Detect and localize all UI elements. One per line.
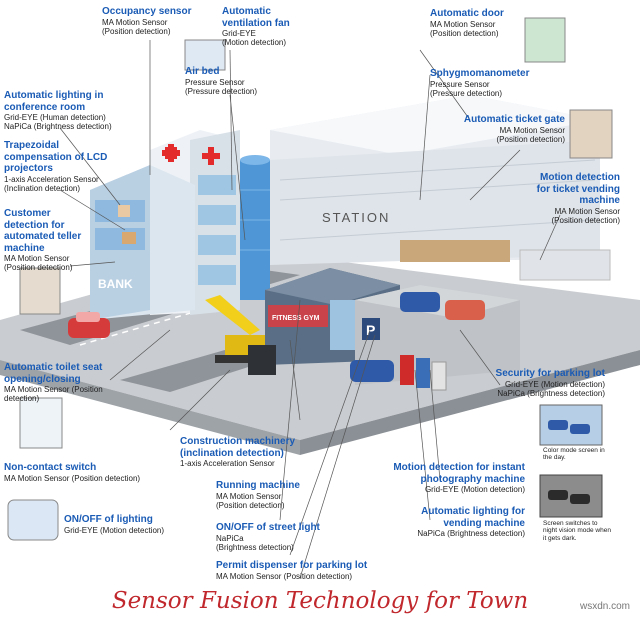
station-building: STATION bbox=[270, 95, 611, 281]
parking-sign: P bbox=[366, 322, 375, 338]
inset-security-night bbox=[539, 474, 603, 518]
inset-door bbox=[524, 17, 566, 63]
label-instant-photography: Motion detection for instant photography… bbox=[393, 462, 525, 494]
construction-machinery bbox=[205, 295, 276, 375]
label-non-contact-switch: Non-contact switch MA Motion Sensor (Pos… bbox=[4, 462, 141, 483]
label-lighting-onoff: ON/OFF of lighting Grid-EYE (Motion dete… bbox=[64, 514, 165, 535]
label-vending-lighting: Automatic lighting for vending machine N… bbox=[417, 506, 525, 538]
bank-building: BANK bbox=[90, 165, 195, 320]
label-ticket-gate: Automatic ticket gate MA Motion Sensor (… bbox=[463, 114, 565, 144]
label-automatic-door: Automatic door MA Motion Sensor (Positio… bbox=[430, 8, 504, 38]
caption-day-mode: Color mode screen in the day. bbox=[543, 447, 605, 462]
page-title: Sensor Fusion Technology for Town bbox=[111, 588, 529, 614]
inset-switch bbox=[7, 499, 59, 541]
label-air-bed: Air bed Pressure Sensor (Pressure detect… bbox=[185, 66, 258, 96]
glass-tower bbox=[240, 155, 270, 300]
label-occupancy-sensor: Occupancy sensor MA Motion Sensor (Posit… bbox=[102, 6, 192, 36]
watermark: wsxdn.com bbox=[579, 601, 630, 612]
label-lcd-projectors: Trapezoidal compensation of LCD projecto… bbox=[4, 140, 108, 193]
station-sign: STATION bbox=[322, 210, 390, 225]
label-toilet-seat: Automatic toilet seat opening/closing MA… bbox=[4, 362, 103, 404]
label-lighting-conference: Automatic lighting in conference room Gr… bbox=[4, 90, 112, 132]
bank-sign: BANK bbox=[98, 277, 133, 291]
label-ventilation-fan: Automatic ventilation fan Grid-EYE (Moti… bbox=[222, 6, 290, 48]
label-street-light: ON/OFF of street light NaPiCa (Brightnes… bbox=[216, 522, 320, 552]
label-permit-dispenser: Permit dispenser for parking lot MA Moti… bbox=[216, 560, 368, 581]
label-sphygmomanometer: Sphygmomanometer Pressure Sensor (Pressu… bbox=[430, 68, 530, 98]
label-ticket-vending: Motion detection for ticket vending mach… bbox=[536, 172, 620, 225]
label-parking-security: Security for parking lot Grid-EYE (Motio… bbox=[495, 368, 605, 398]
caption-night-mode: Screen switches to night vision mode whe… bbox=[543, 520, 611, 542]
parking-structure: P bbox=[350, 285, 520, 385]
inset-toilet bbox=[19, 397, 63, 449]
inset-ticketgate bbox=[569, 109, 613, 159]
inset-occupancy bbox=[184, 39, 226, 71]
label-atm-detection: Customer detection for automated teller … bbox=[4, 208, 82, 273]
label-running-machine: Running machine MA Motion Sensor (Positi… bbox=[216, 480, 300, 510]
gym-sign: FITNESS GYM bbox=[272, 315, 320, 322]
red-car bbox=[68, 318, 110, 338]
inset-atm bbox=[19, 267, 61, 315]
vending-machine bbox=[400, 355, 414, 385]
label-construction-machinery: Construction machinery (inclination dete… bbox=[180, 436, 296, 468]
